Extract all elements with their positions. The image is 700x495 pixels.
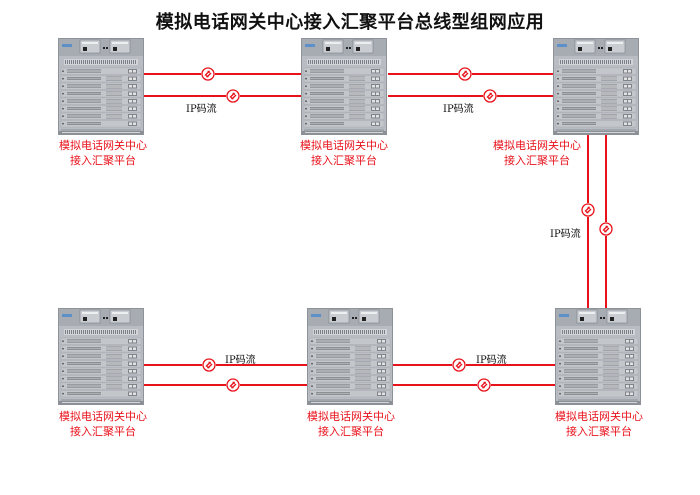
link-break-icon (599, 222, 613, 236)
link-label: IP码流 (186, 104, 217, 115)
node-caption-line1: 模拟电话网关中心 (493, 139, 581, 152)
node-caption-line1: 模拟电话网关中心 (555, 410, 643, 423)
link-break-icon (581, 203, 595, 217)
diagram-title: 模拟电话网关中心接入汇聚平台总线型组网应用 (155, 12, 545, 33)
node-caption: 模拟电话网关中心 接入汇聚平台 (472, 138, 602, 168)
link-break-icon (483, 89, 497, 103)
link-line (388, 95, 554, 97)
node-caption-line1: 模拟电话网关中心 (59, 410, 147, 423)
node-caption: 模拟电话网关中心 接入汇聚平台 (38, 409, 168, 439)
node-caption: 模拟电话网关中心 接入汇聚平台 (279, 138, 409, 168)
node-caption-line1: 模拟电话网关中心 (307, 410, 395, 423)
link-break-icon (202, 358, 216, 372)
gateway-chassis-top-right (553, 38, 639, 135)
link-line (392, 364, 556, 366)
node-caption-line1: 模拟电话网关中心 (300, 139, 388, 152)
link-line (143, 73, 301, 75)
gateway-chassis-top-left (58, 38, 144, 135)
node-caption-line2: 接入汇聚平台 (311, 154, 377, 167)
node-caption-line2: 接入汇聚平台 (318, 425, 384, 438)
link-label: IP码流 (550, 229, 581, 240)
link-label: IP码流 (225, 355, 256, 366)
link-line (392, 384, 556, 386)
node-caption-line2: 接入汇聚平台 (504, 154, 570, 167)
node-caption-line1: 模拟电话网关中心 (59, 139, 147, 152)
link-label: IP码流 (443, 104, 474, 115)
link-line (143, 95, 301, 97)
node-caption-line2: 接入汇聚平台 (566, 425, 632, 438)
node-caption: 模拟电话网关中心 接入汇聚平台 (534, 409, 664, 439)
node-caption-line2: 接入汇聚平台 (70, 154, 136, 167)
gateway-chassis-bottom-right (555, 308, 641, 405)
link-line (143, 384, 308, 386)
gateway-chassis-bottom-left (58, 308, 144, 405)
link-label: IP码流 (476, 355, 507, 366)
link-break-icon (201, 67, 215, 81)
node-caption: 模拟电话网关中心 接入汇聚平台 (286, 409, 416, 439)
link-break-icon (226, 89, 240, 103)
link-break-icon (226, 378, 240, 392)
link-line (587, 135, 589, 309)
link-break-icon (452, 358, 466, 372)
link-break-icon (458, 67, 472, 81)
link-line (143, 364, 308, 366)
node-caption: 模拟电话网关中心 接入汇聚平台 (38, 138, 168, 168)
gateway-chassis-bottom-middle (307, 308, 393, 405)
gateway-chassis-top-middle (301, 38, 387, 135)
link-break-icon (477, 378, 491, 392)
node-caption-line2: 接入汇聚平台 (70, 425, 136, 438)
